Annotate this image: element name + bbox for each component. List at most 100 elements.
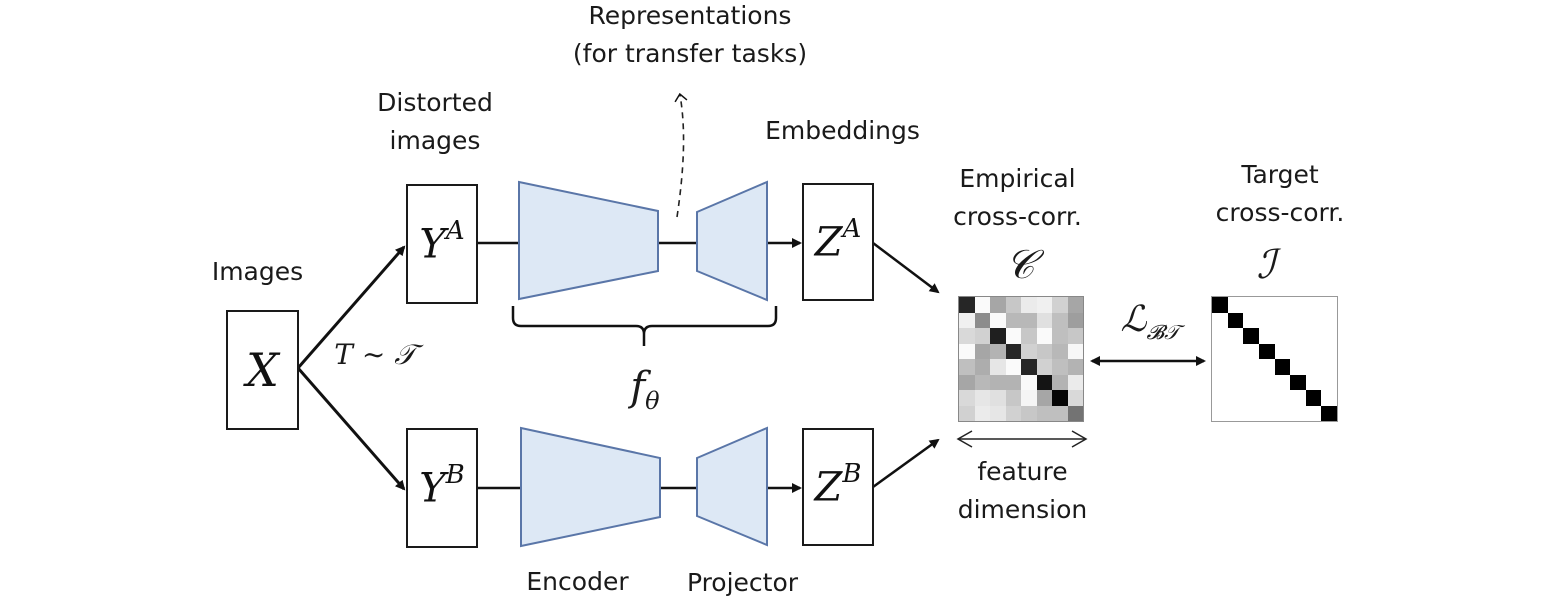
empirical-matrix-cell: [1067, 374, 1083, 390]
empirical-matrix-cell: [959, 390, 975, 406]
target-matrix-cell: [1258, 405, 1275, 421]
target-matrix-cell: [1227, 328, 1244, 344]
empirical-matrix-cell: [1021, 374, 1037, 390]
target-matrix-cell: [1258, 312, 1275, 328]
target-matrix-cell: [1321, 297, 1337, 313]
f-theta-label: fθ: [600, 362, 690, 426]
target-matrix-cell: [1274, 343, 1291, 359]
empirical-matrix-cell: [1052, 374, 1068, 390]
empirical-matrix-cell: [990, 374, 1006, 390]
empirical-matrix-cell: [974, 343, 990, 359]
empirical-matrix-cell: [1036, 312, 1052, 328]
empirical-matrix-cell: [959, 312, 975, 328]
empirical-matrix-cell: [1067, 390, 1083, 406]
target-matrix-cell: [1243, 405, 1259, 421]
encoder-top-shape: [518, 180, 659, 301]
target-matrix-cell: [1258, 374, 1275, 390]
empirical-matrix-cell: [1005, 343, 1021, 359]
representations-label-line1: Representations: [588, 1, 792, 30]
target-matrix-cell: [1290, 343, 1306, 359]
arrow-zb-to-matrix: [872, 438, 940, 489]
target-matrix-cell: [1212, 405, 1228, 421]
empirical-cross-corr-label-line2: cross-corr.: [953, 202, 1082, 231]
empirical-matrix-cell: [974, 312, 990, 328]
target-matrix-cell: [1243, 312, 1259, 328]
empirical-matrix-cell: [1005, 297, 1021, 313]
target-matrix-cell: [1305, 359, 1322, 375]
feature-dimension-label-line1: feature: [977, 457, 1068, 486]
target-matrix-cell: [1212, 343, 1228, 359]
target-matrix-cell: [1243, 359, 1259, 375]
x-symbol: X: [246, 343, 279, 397]
empirical-matrix-cell: [1021, 359, 1037, 375]
target-matrix-cell: [1290, 359, 1306, 375]
empirical-matrix-cell: [1036, 328, 1052, 344]
target-matrix-cell: [1258, 390, 1275, 406]
target-matrix-cell: [1243, 390, 1259, 406]
empirical-matrix-cell: [1036, 297, 1052, 313]
empirical-matrix-cell: [1067, 343, 1083, 359]
za-superscript: A: [842, 214, 862, 245]
target-matrix-cell: [1274, 359, 1291, 375]
target-matrix-cell: [1212, 390, 1228, 406]
distorted-images-label-line2: images: [389, 126, 481, 155]
empirical-matrix-cell: [974, 390, 990, 406]
zb-main: Z: [814, 464, 843, 511]
empirical-matrix-cell: [959, 343, 975, 359]
target-matrix-cell: [1243, 374, 1259, 390]
empirical-matrix-cell: [1052, 390, 1068, 406]
empirical-matrix-cell: [1052, 312, 1068, 328]
target-matrix-cell: [1290, 374, 1306, 390]
empirical-matrix-cell: [1005, 374, 1021, 390]
empirical-cross-corr-label-line1: Empirical: [959, 164, 1076, 193]
target-matrix-cell: [1227, 312, 1244, 328]
ya-main: Y: [419, 221, 446, 268]
empirical-matrix-cell: [1052, 343, 1068, 359]
za-main: Z: [814, 219, 843, 266]
yb-symbol: YB: [419, 460, 465, 512]
empirical-matrix-cell: [1052, 297, 1068, 313]
empirical-matrix-cell: [1052, 359, 1068, 375]
yb-main: Y: [419, 465, 446, 512]
target-matrix-cell: [1274, 405, 1291, 421]
images-box-x: X: [226, 310, 299, 430]
target-matrix-cell: [1321, 359, 1337, 375]
target-matrix-cell: [1243, 297, 1259, 313]
empirical-matrix-cell: [1036, 343, 1052, 359]
empirical-matrix-cell: [1067, 312, 1083, 328]
empirical-matrix-cell: [1005, 328, 1021, 344]
target-matrix-cell: [1227, 374, 1244, 390]
zb-symbol: ZB: [814, 459, 862, 511]
target-cross-correlation-matrix: [1211, 296, 1338, 422]
empirical-matrix-cell: [959, 405, 975, 421]
distorted-image-box-yb: YB: [406, 428, 478, 548]
empirical-matrix-cell: [990, 312, 1006, 328]
feature-dimension-arrow-left-head: [956, 430, 973, 448]
feature-dimension-label-line2: dimension: [957, 495, 1088, 524]
empirical-matrix-cell: [1052, 405, 1068, 421]
empirical-matrix-cell: [959, 297, 975, 313]
empirical-matrix-cell: [974, 297, 990, 313]
target-matrix-cell: [1227, 297, 1244, 313]
encoder-label: Encoder: [526, 567, 629, 596]
target-matrix-cell: [1227, 343, 1244, 359]
c-symbol: 𝒞: [1005, 242, 1035, 288]
distorted-image-box-ya: YA: [406, 184, 478, 304]
empirical-matrix-cell: [1005, 405, 1021, 421]
target-matrix-cell: [1305, 374, 1322, 390]
ya-symbol: YA: [419, 216, 464, 268]
arrow-za-to-matrix: [872, 242, 940, 294]
target-matrix-cell: [1290, 312, 1306, 328]
f-theta-subscript: θ: [645, 387, 660, 415]
target-matrix-cell: [1258, 343, 1275, 359]
empirical-cross-correlation-matrix: [958, 296, 1084, 422]
target-matrix-cell: [1321, 390, 1337, 406]
empirical-matrix-cell: [990, 343, 1006, 359]
zb-superscript: B: [842, 459, 862, 490]
target-matrix-cell: [1212, 297, 1228, 313]
empirical-matrix-cell: [1036, 390, 1052, 406]
empirical-matrix-cell: [1021, 297, 1037, 313]
empirical-matrix-cell: [1005, 312, 1021, 328]
target-matrix-cell: [1305, 390, 1322, 406]
empirical-matrix-cell: [990, 405, 1006, 421]
